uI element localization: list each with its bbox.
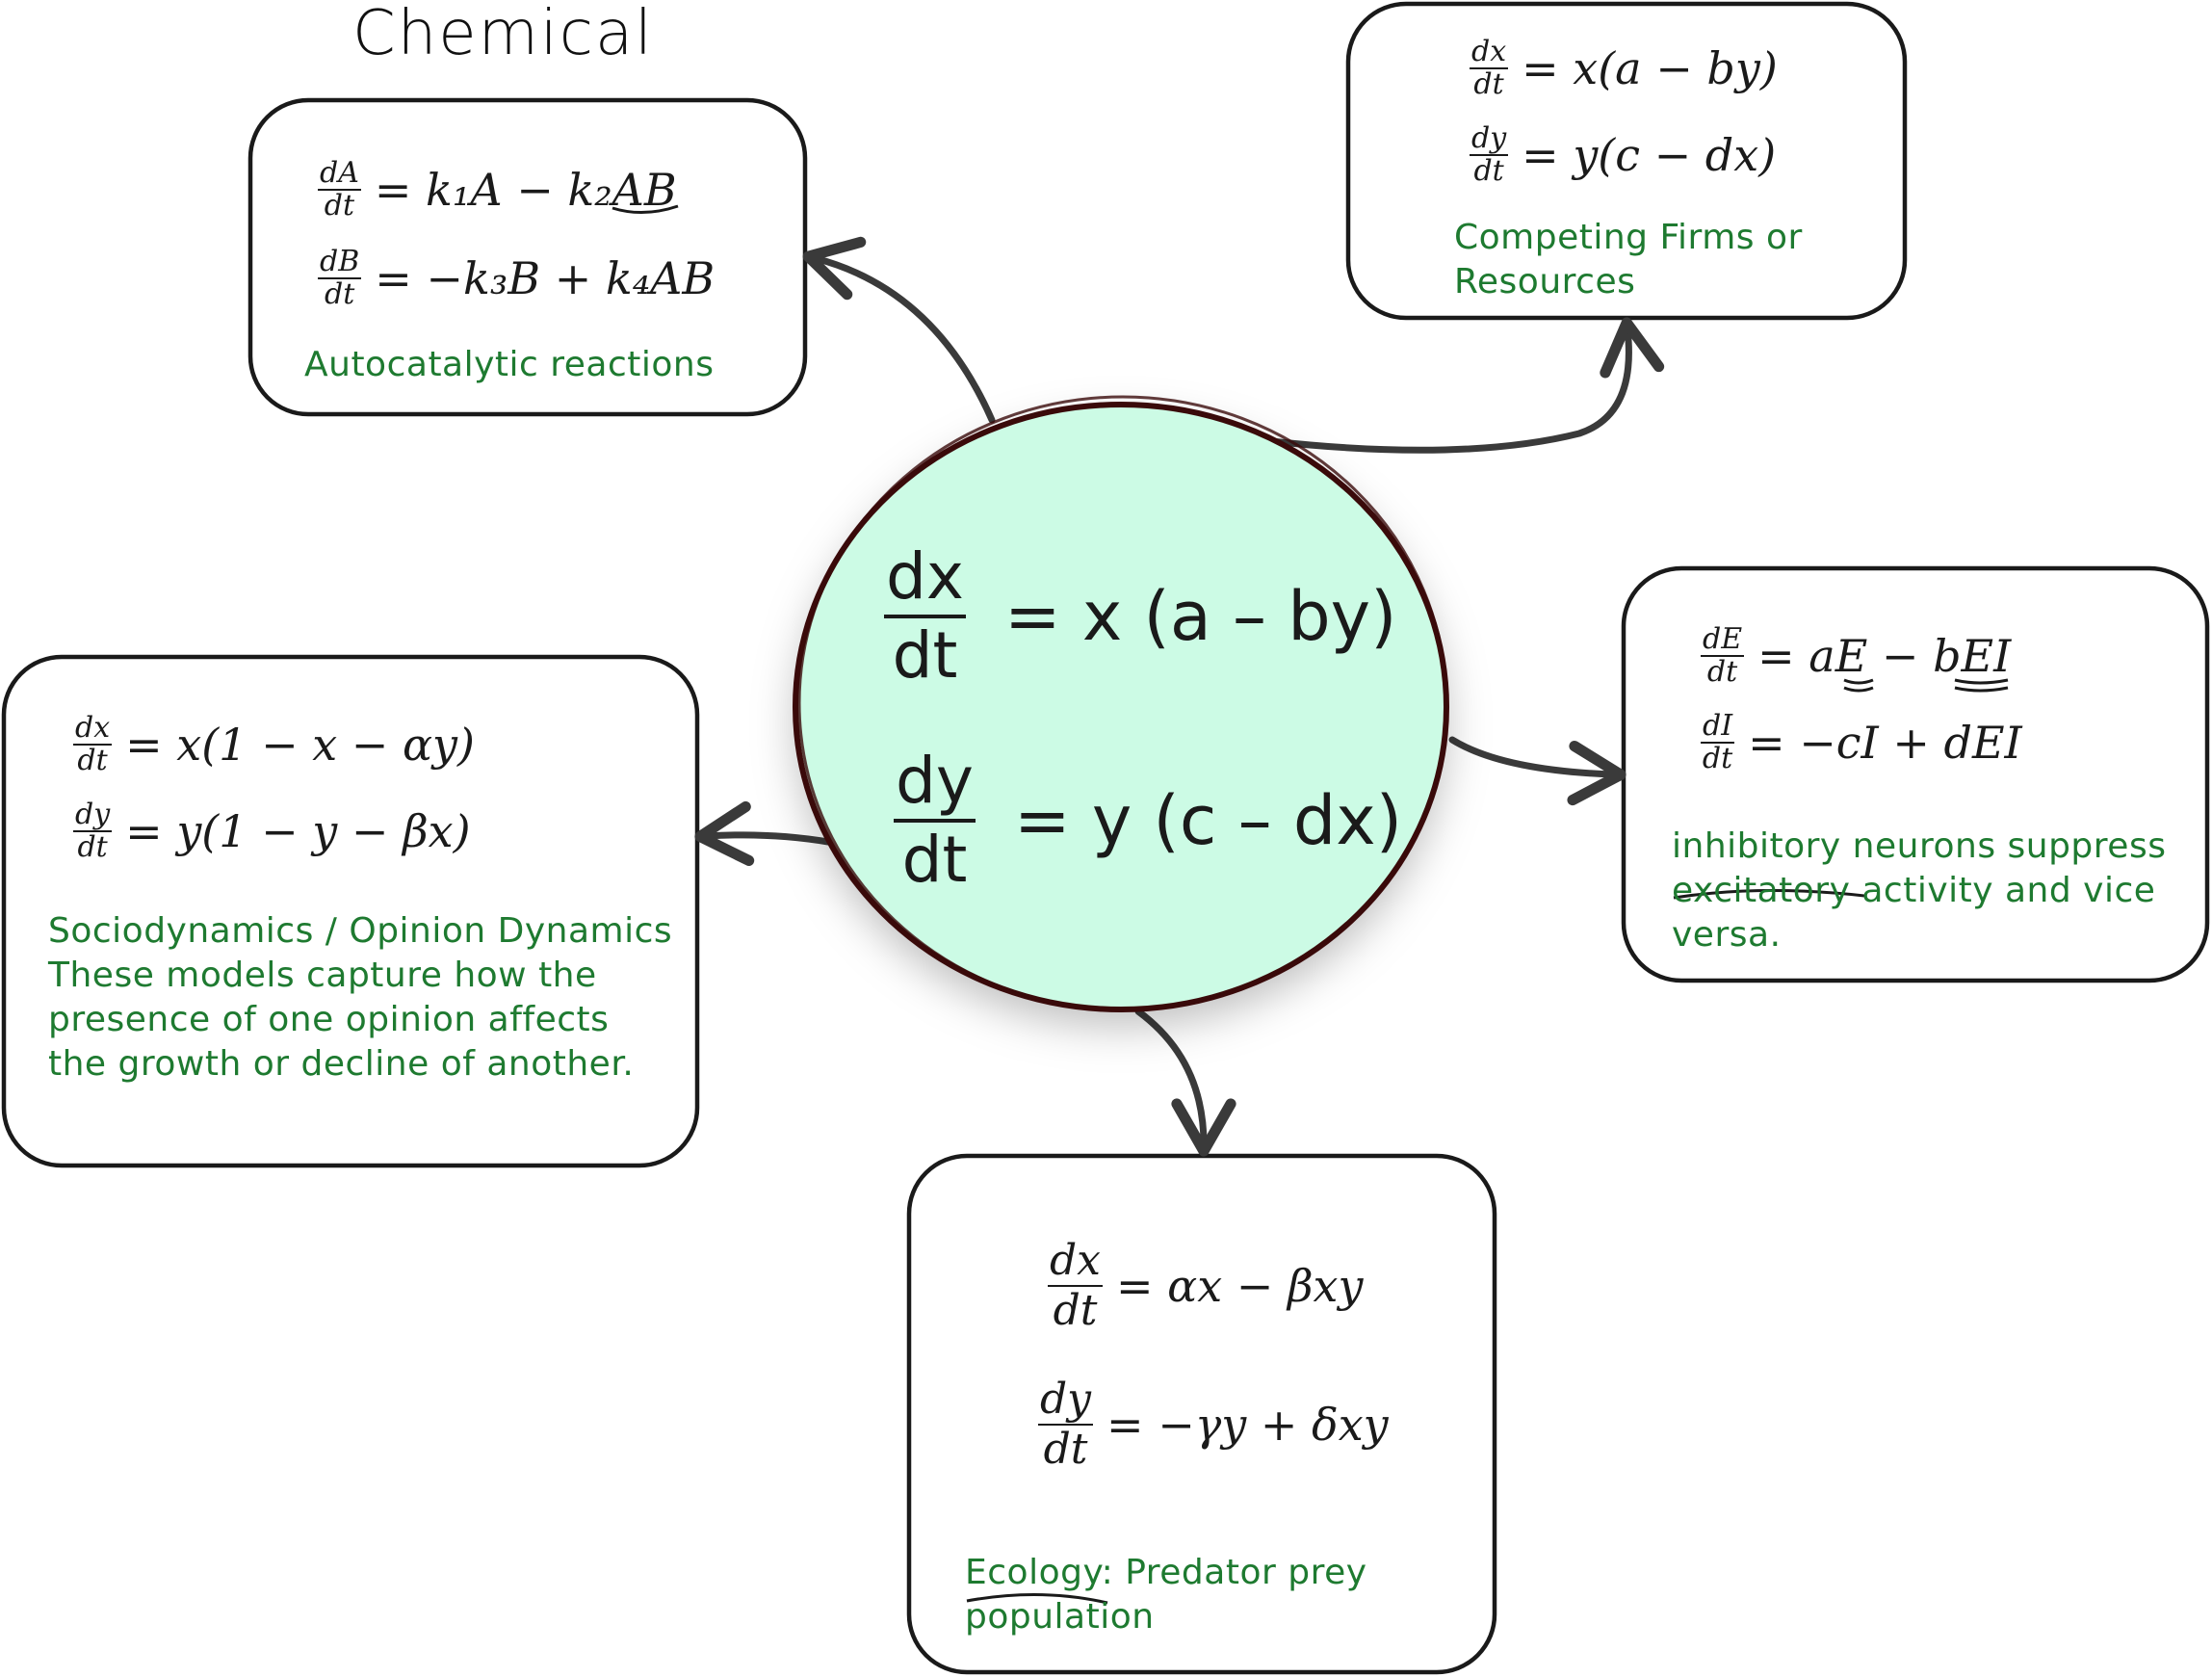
firms-eq1-num: dx: [1470, 35, 1509, 69]
neurons-note: inhibitory neurons suppress excitatory a…: [1672, 826, 2167, 955]
ecology-eq1-num: dx: [1048, 1236, 1103, 1287]
underline-ecology: [966, 1592, 1108, 1605]
firms-eq1-rhs: = x(a − by): [1522, 42, 1778, 94]
socio-note: Sociodynamics / Opinion Dynamics These m…: [48, 911, 673, 1084]
socio-eq2-rhs: = y(1 − y − βx): [125, 805, 471, 857]
firms-eq2-den: dt: [1473, 154, 1504, 188]
arrow-to-neurons: [1448, 736, 1626, 806]
arrow-to-chemical: [802, 236, 996, 424]
center-eq1-num: dx: [884, 539, 966, 618]
center-circle: [795, 405, 1446, 1009]
chemical-eq2-num: dB: [318, 245, 362, 279]
center-eq-1: dx dt = x (a – by): [884, 539, 1396, 694]
ecology-note: Ecology: Predator prey population: [965, 1553, 1367, 1637]
center-circle-outline-2: [797, 395, 1448, 1011]
center-eq2-fraction: dy dt: [894, 744, 976, 898]
center-eq1-fraction: dx dt: [884, 539, 966, 694]
neurons-eq2-rhs: = −cI + dEI: [1748, 717, 2022, 769]
socio-eq2-num: dy: [73, 798, 113, 832]
center-eq1-den: dt: [892, 618, 958, 693]
chemical-eq1-num: dA: [318, 156, 361, 191]
chemical-eq1-den: dt: [324, 189, 355, 223]
center-eq2-num: dy: [894, 744, 976, 823]
socio-box: [1, 654, 700, 1168]
firms-eq1-den: dt: [1473, 67, 1504, 101]
ecology-eq2-num: dy: [1038, 1375, 1094, 1426]
chemical-note: Autocatalytic reactions: [304, 345, 715, 384]
neurons-eq1-num: dE: [1701, 622, 1745, 657]
neurons-eq2-den: dt: [1702, 742, 1733, 775]
chemical-eq2-den: dt: [324, 277, 355, 311]
ecology-eq2-den: dt: [1043, 1425, 1088, 1474]
center-eq-2: dy dt = y (c – dx): [894, 744, 1402, 898]
firms-eq2-num: dy: [1470, 121, 1509, 156]
arrow-to-socio: [694, 800, 832, 867]
center-eq2-den: dt: [901, 823, 968, 897]
chemical-heading: Chemical: [352, 0, 654, 69]
underline-e: [1843, 678, 1874, 693]
underline-ei: [1954, 678, 2009, 693]
neurons-eq2-num: dI: [1701, 709, 1735, 744]
firms-note: Competing Firms or Resources: [1454, 218, 1803, 301]
underline-ab: [612, 204, 679, 215]
socio-eq2-den: dt: [77, 830, 108, 864]
neurons-eq1-rhs: = aE − bEI: [1757, 630, 2012, 682]
socio-eq1-den: dt: [77, 744, 108, 777]
socio-eq1-num: dx: [73, 711, 113, 746]
neurons-eq1-den: dt: [1706, 655, 1738, 689]
underline-excitatory: [1673, 888, 1865, 900]
socio-eq1-rhs: = x(1 − x − αy): [125, 719, 475, 771]
center-eq1-rhs: = x (a – by): [1003, 577, 1397, 656]
center-eq2-rhs: = y (c – dx): [1013, 781, 1402, 860]
chemical-eq1-rhs: = k₁A − k₂AB: [374, 164, 677, 216]
ecology-eq1-den: dt: [1053, 1286, 1098, 1335]
arrow-to-ecology: [1134, 1008, 1236, 1157]
firms-eq2-rhs: = y(c − dx): [1522, 129, 1777, 181]
arrow-to-firms: [1267, 317, 1665, 454]
ecology-eq2-rhs: = −γy + δxy: [1106, 1399, 1389, 1451]
chemical-eq2-rhs: = −k₃B + k₄AB: [375, 252, 716, 304]
ecology-eq1-rhs: = αx − βxy: [1115, 1260, 1364, 1312]
